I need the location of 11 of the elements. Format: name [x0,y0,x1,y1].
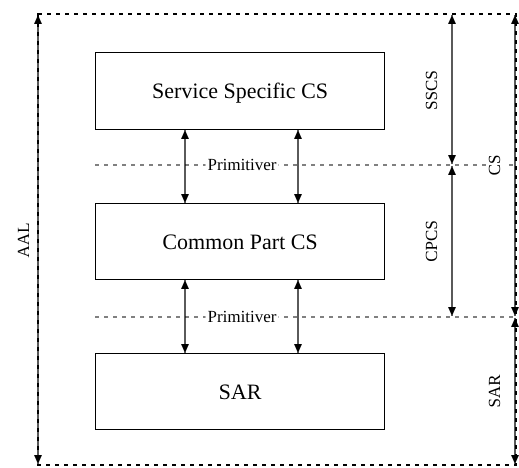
layer-box [95,203,385,280]
double-arrow [294,280,302,353]
box-label: Common Part CS [162,228,318,254]
box-label: Service Specific CS [152,78,328,104]
double-arrow [181,280,189,353]
box-label: SAR [218,378,262,404]
layer-box [95,52,385,130]
double-arrow [294,130,302,203]
layer-box [95,353,385,430]
double-arrow [181,130,189,203]
dimension-label: CS [486,152,504,178]
